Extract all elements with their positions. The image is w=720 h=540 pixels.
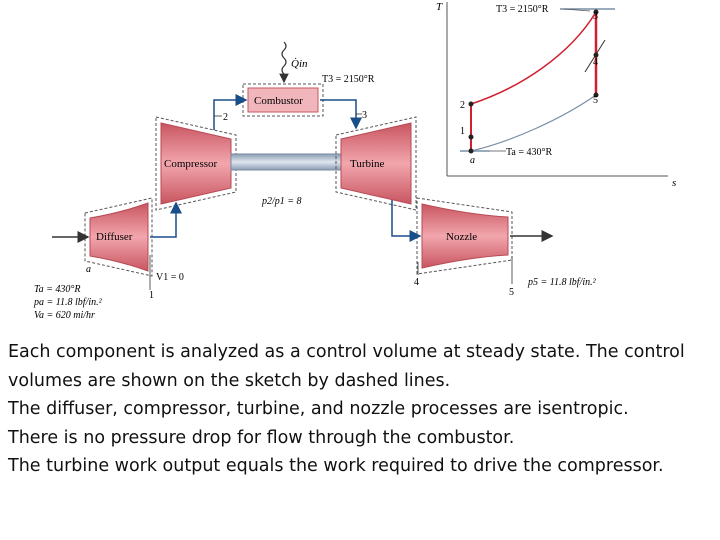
ts-t3-label: T3 = 2150°R (496, 4, 549, 15)
combustor-label: Combustor (254, 95, 303, 107)
ambient-line-1: Ta = 430°R (34, 284, 81, 295)
turbine: Turbine (335, 116, 417, 211)
flow-turbine-to-nozzle (391, 200, 422, 242)
flow-diffuser-to-compressor (150, 201, 182, 238)
diffuser-body (89, 202, 149, 272)
ts-point-3 (593, 9, 599, 15)
ts-ta-label: Ta = 430°R (506, 147, 552, 158)
gas-turbine-schematic: T s a 1 2 3 4 5 T3 = 2150°R Ta = 430°R C… (33, 1, 676, 321)
state-3-label: 3 (362, 110, 367, 121)
shaft (230, 153, 342, 171)
turbine-body (340, 122, 412, 205)
flow-compressor-to-combustor (213, 94, 248, 130)
ts-label-5: 5 (593, 95, 598, 106)
pressure-ratio-label: p2/p1 = 8 (261, 196, 302, 207)
ts-point-1 (468, 134, 474, 140)
ts-s-axis-label: s (672, 177, 676, 189)
caption-line-4: The turbine work output equals the work … (8, 456, 664, 477)
ts-process-5-a (470, 94, 597, 152)
ts-label-4: 4 (593, 57, 598, 68)
ts-label-3: 3 (593, 11, 598, 22)
ts-point-a (468, 148, 474, 154)
heat-input-arrow (279, 41, 289, 84)
state-4-label: 4 (414, 277, 419, 288)
state-5-label: 5 (509, 287, 514, 298)
caption: Each component is analyzed as a control … (8, 338, 712, 481)
caption-line-3: There is no pressure drop for flow throu… (8, 427, 515, 448)
ts-process-2-3 (470, 11, 597, 105)
ts-label-1: 1 (460, 126, 465, 137)
diffuser-label: Diffuser (96, 231, 133, 243)
caption-line-2: The diffuser, compressor, turbine, and n… (8, 399, 629, 420)
state-1-label: 1 (149, 290, 154, 301)
ts-point-4 (593, 52, 599, 58)
combustor: Combustor Q̇in T3 = 2150°R (242, 41, 375, 117)
nozzle-label: Nozzle (446, 231, 477, 243)
q-in-label: Q̇in (291, 58, 308, 70)
t3-combustor-label: T3 = 2150°R (322, 74, 375, 85)
diffuser: Diffuser (84, 197, 153, 277)
ts-label-a: a (470, 155, 475, 166)
ts-point-2 (468, 101, 474, 107)
caption-line-1: Each component is analyzed as a control … (8, 342, 685, 391)
p5-label: p5 = 11.8 lbf/in.² (527, 277, 597, 288)
ambient-line-2: pa = 11.8 lbf/in.² (33, 297, 103, 308)
ambient-conditions: Ta = 430°R pa = 11.8 lbf/in.² Va = 620 m… (33, 284, 103, 321)
ts-t3-leader (563, 8, 591, 12)
compressor-cv-boundary (155, 116, 237, 211)
nozzle-cv-boundary (416, 197, 513, 275)
v1-label: V1 = 0 (156, 272, 184, 283)
nozzle: Nozzle (416, 197, 513, 275)
turbine-label: Turbine (350, 158, 385, 170)
ts-label-2: 2 (460, 100, 465, 111)
flow-combustor-to-turbine (320, 99, 362, 130)
state-2-label: 2 (223, 112, 228, 123)
nozzle-body (421, 203, 509, 269)
ts-diagram: T s a 1 2 3 4 5 T3 = 2150°R Ta = 430°R (436, 1, 676, 189)
compressor-body (160, 122, 232, 205)
ambient-line-3: Va = 620 mi/hr (34, 310, 95, 321)
combustor-body (247, 87, 319, 113)
state-a-label: a (86, 264, 91, 275)
ts-point-5 (593, 92, 599, 98)
diffuser-cv-boundary (84, 197, 153, 277)
turbine-cv-boundary (335, 116, 417, 211)
ts-t-axis-label: T (436, 1, 443, 13)
compressor-label: Compressor (164, 158, 218, 170)
compressor: Compressor (155, 116, 237, 211)
